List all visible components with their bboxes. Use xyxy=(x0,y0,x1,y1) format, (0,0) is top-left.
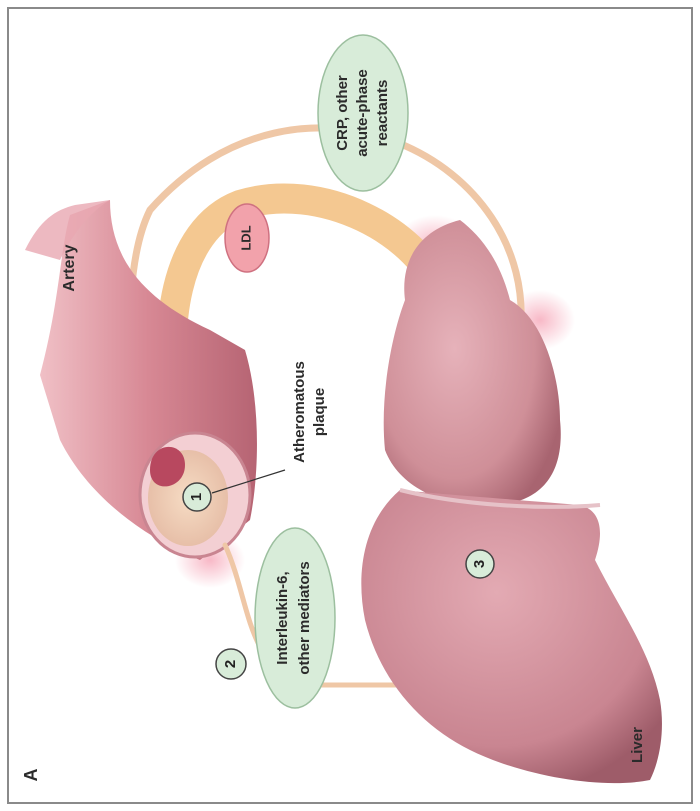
plaque-label-line2: plaque xyxy=(311,388,328,436)
step1-number: 1 xyxy=(188,493,205,501)
il6-label-line1: Interleukin-6, xyxy=(274,571,291,664)
plaque-label-line1: Atheromatous xyxy=(291,361,308,463)
crp-label-line1: CRP, other xyxy=(334,75,351,151)
artery-label: Artery xyxy=(61,244,78,291)
crp-label-line2: acute-phase xyxy=(354,69,371,157)
crp-label-line3: reactants xyxy=(374,80,391,147)
step2-number: 2 xyxy=(222,660,239,668)
liver-label: Liver xyxy=(629,727,646,763)
panel-letter: A xyxy=(21,769,41,782)
step3-number: 3 xyxy=(471,560,488,568)
ldl-label: LDL xyxy=(238,225,253,250)
il6-label-line2: other mediators xyxy=(296,561,313,674)
